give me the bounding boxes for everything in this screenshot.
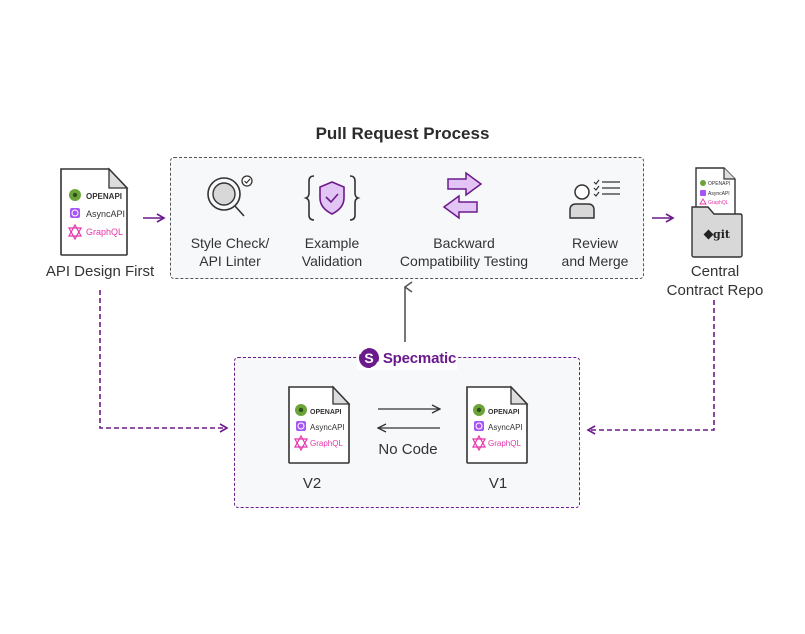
graphql-label: GraphQL bbox=[488, 439, 521, 448]
git-label: git bbox=[713, 228, 731, 241]
graphql-icon bbox=[293, 434, 309, 448]
svg-text:AsyncAPI: AsyncAPI bbox=[708, 191, 730, 197]
diagram-title: Pull Request Process bbox=[315, 124, 490, 143]
svg-text:S: S bbox=[364, 350, 373, 366]
v1-label: V1 bbox=[488, 475, 508, 492]
pr-step-style-check: Style Check/ API Linter bbox=[170, 234, 290, 270]
no-code-label: No Code bbox=[378, 441, 438, 458]
pr-step-label-line1: Review bbox=[572, 235, 618, 251]
document-fold bbox=[108, 167, 129, 189]
pr-step-label-line1: Style Check/ bbox=[190, 235, 270, 251]
swap-arrows-icon bbox=[440, 171, 488, 222]
magnifier-check-icon bbox=[204, 174, 256, 222]
central-repo-label: Central Contract Repo bbox=[650, 262, 780, 300]
specmatic-logo: S Specmatic bbox=[357, 346, 457, 370]
pr-step-label-line2: API Linter bbox=[199, 253, 261, 269]
v2-label: V2 bbox=[302, 475, 322, 492]
openapi-label: OPENAPI bbox=[310, 409, 342, 416]
openapi-label: OPENAPI bbox=[488, 409, 520, 416]
central-repo-label-line1: Central bbox=[690, 263, 740, 280]
api-design-first-label: API Design First bbox=[45, 263, 155, 280]
document-fold bbox=[510, 385, 529, 405]
specmatic-logo-icon: S bbox=[358, 347, 379, 369]
svg-text:OPENAPI: OPENAPI bbox=[708, 181, 730, 187]
pr-step-backward-compatibility: Backward Compatibility Testing bbox=[382, 234, 546, 270]
asyncapi-icon bbox=[474, 421, 484, 431]
pr-step-example-validation: Example Validation bbox=[282, 234, 382, 270]
document-fold bbox=[332, 385, 351, 405]
asyncapi-icon bbox=[70, 208, 80, 218]
pr-step-label-line1: Backward bbox=[433, 235, 495, 251]
v2-document: OPENAPI AsyncAPI GraphQL bbox=[287, 385, 351, 464]
pr-step-review-merge: Review and Merge bbox=[550, 234, 640, 270]
asyncapi-icon bbox=[296, 421, 306, 431]
central-repo-icon: OPENAPI AsyncAPI GraphQL git bbox=[690, 167, 744, 259]
asyncapi-label: AsyncAPI bbox=[488, 423, 523, 432]
asyncapi-label: AsyncAPI bbox=[86, 209, 125, 219]
openapi-label: OPENAPI bbox=[86, 192, 122, 201]
specmatic-brand-text: Specmatic bbox=[382, 349, 457, 367]
pr-step-label-line2: Validation bbox=[301, 253, 363, 269]
central-repo-label-line2: Contract Repo bbox=[666, 282, 764, 299]
pr-step-label-line2: Compatibility Testing bbox=[399, 253, 529, 269]
svg-text:GraphQL: GraphQL bbox=[708, 200, 729, 206]
dashed-repo-to-specmatic bbox=[586, 300, 715, 435]
v1-document: OPENAPI AsyncAPI GraphQL bbox=[465, 385, 529, 464]
pr-step-label-line1: Example bbox=[304, 235, 360, 251]
dashed-design-to-specmatic bbox=[99, 290, 229, 433]
graphql-label: GraphQL bbox=[86, 227, 123, 237]
graphql-icon bbox=[67, 223, 83, 237]
graphql-icon bbox=[471, 434, 487, 448]
user-checklist-icon bbox=[568, 178, 622, 222]
shield-check-icon bbox=[303, 174, 361, 222]
graphql-label: GraphQL bbox=[310, 439, 343, 448]
api-design-document: OPENAPI AsyncAPI GraphQL bbox=[59, 167, 129, 256]
pr-step-label-line2: and Merge bbox=[561, 253, 629, 269]
asyncapi-label: AsyncAPI bbox=[310, 423, 345, 432]
